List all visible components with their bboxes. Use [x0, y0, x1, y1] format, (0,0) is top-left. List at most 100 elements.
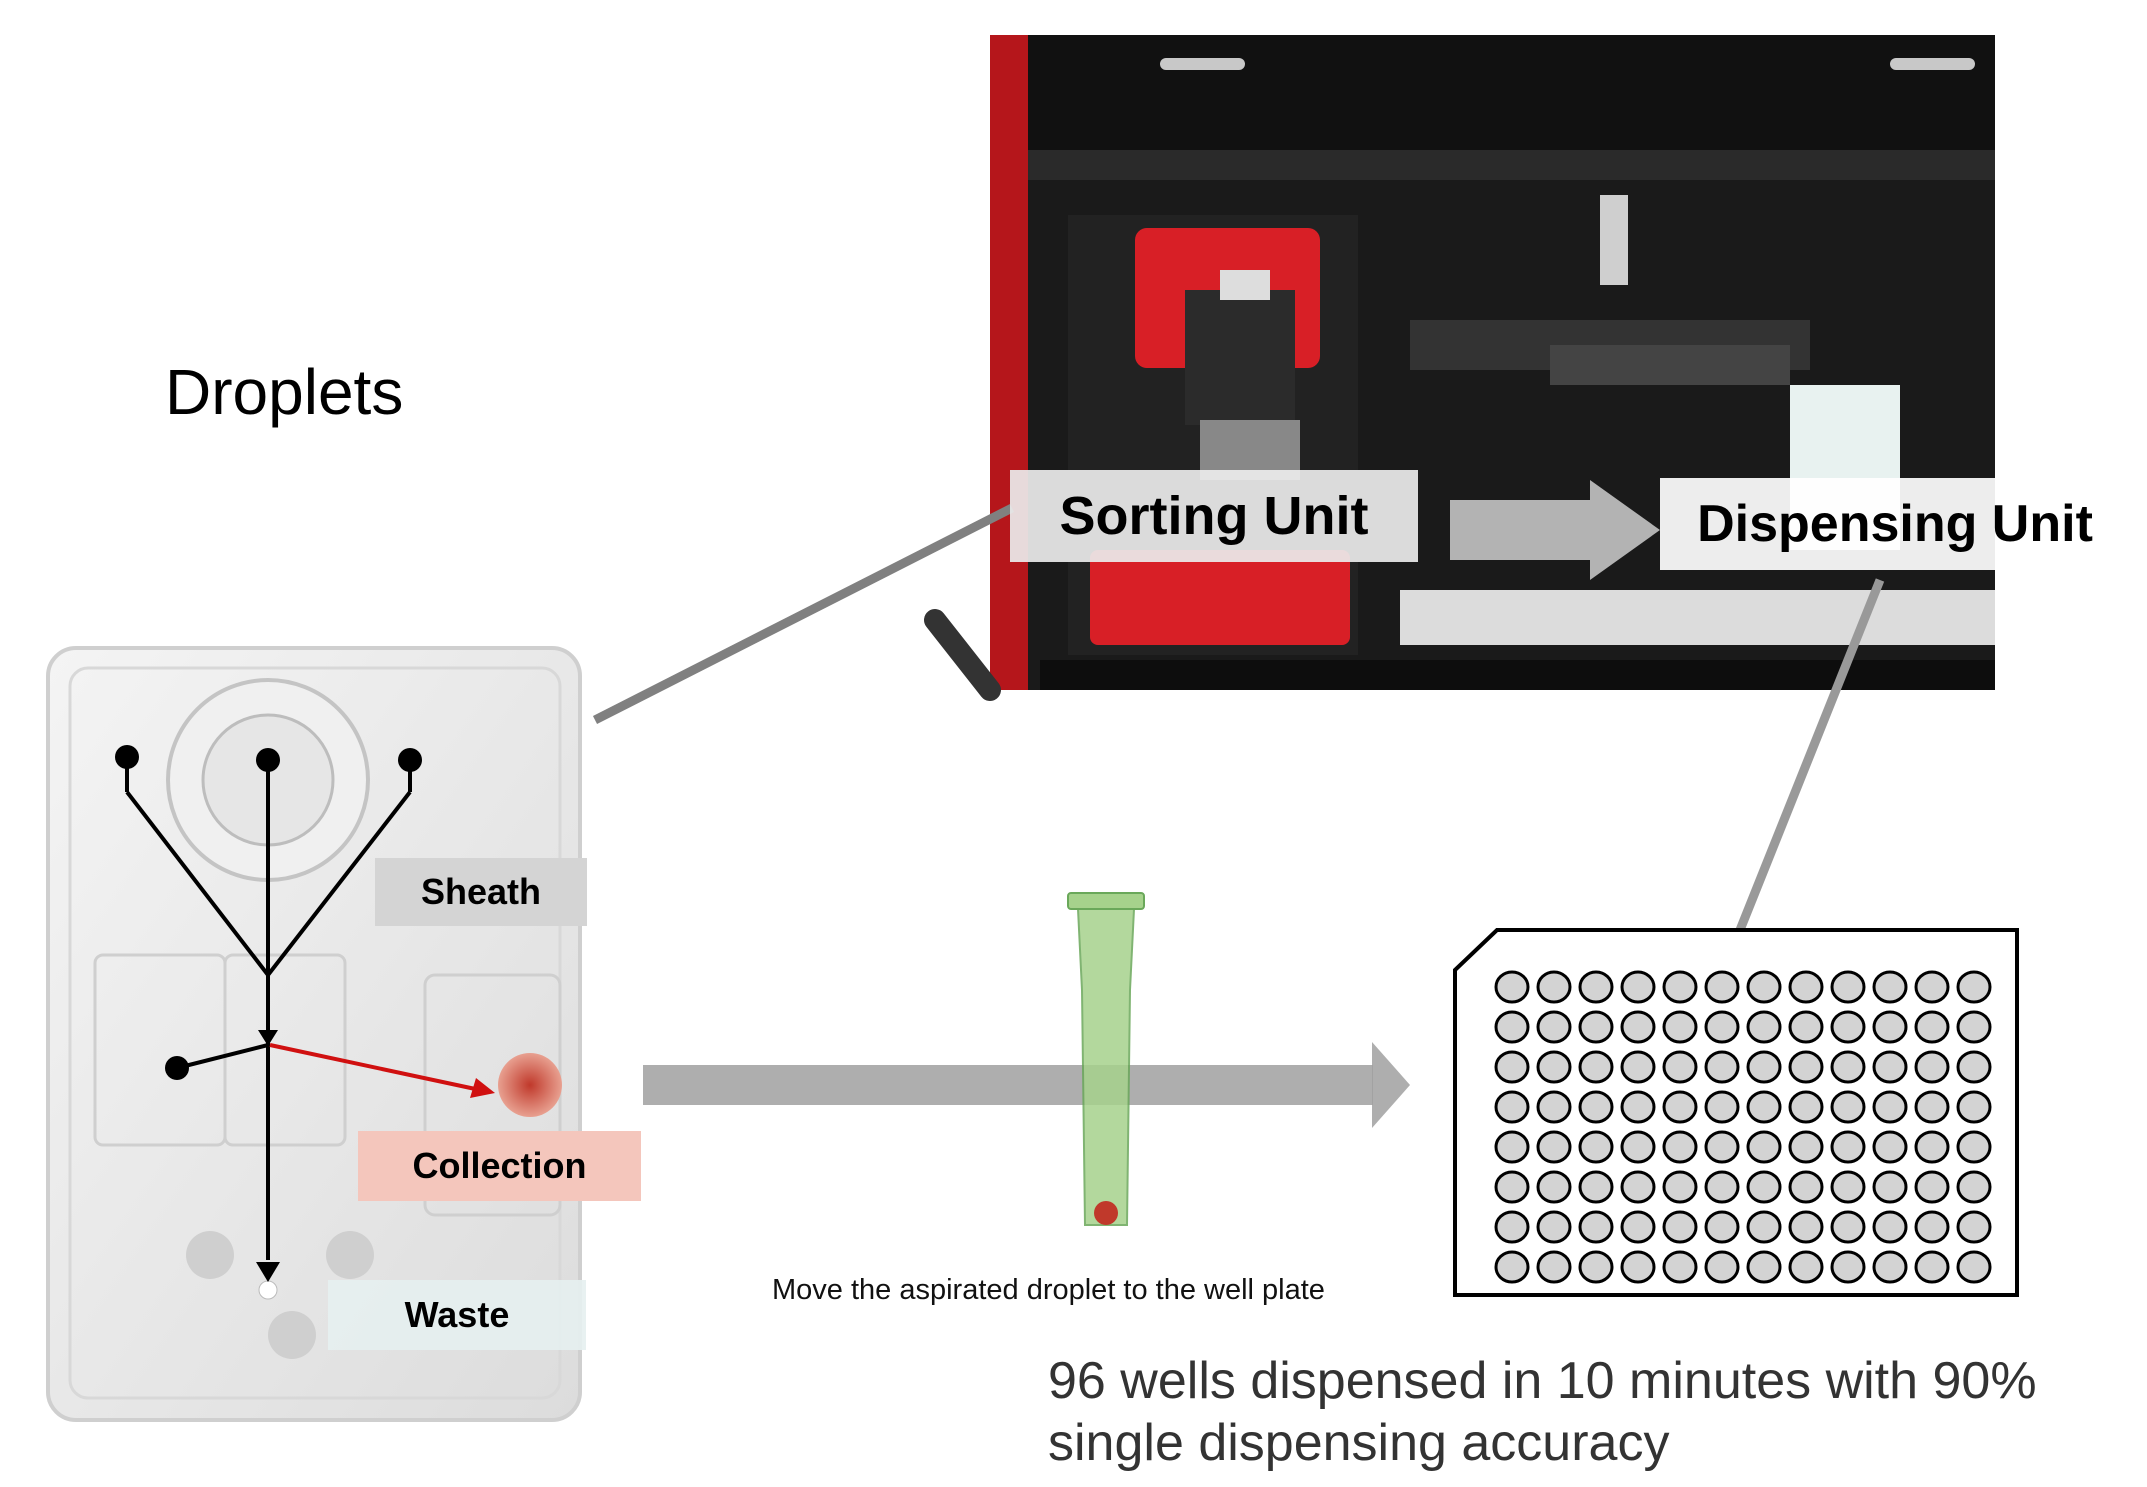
stats-line-1: 96 wells dispensed in 10 minutes with 90… [1048, 1352, 2037, 1410]
well [1914, 1170, 1950, 1204]
well [1620, 1250, 1656, 1284]
well [1788, 1050, 1824, 1084]
well [1788, 1130, 1824, 1164]
well [1662, 1090, 1698, 1124]
well [1536, 1050, 1572, 1084]
well [1746, 1210, 1782, 1244]
well [1704, 970, 1740, 1004]
well [1620, 1210, 1656, 1244]
well [1872, 1170, 1908, 1204]
well [1494, 970, 1530, 1004]
waste-arrowhead [256, 1262, 280, 1282]
well [1494, 1010, 1530, 1044]
well [1704, 1210, 1740, 1244]
sorting-connector-line [592, 503, 1015, 725]
collection-arrowhead [470, 1078, 495, 1098]
well [1662, 1130, 1698, 1164]
well [1536, 1210, 1572, 1244]
well [1872, 970, 1908, 1004]
well [1788, 1090, 1824, 1124]
well [1494, 1090, 1530, 1124]
well [1662, 1210, 1698, 1244]
well [1662, 970, 1698, 1004]
junction-arrowhead [258, 1030, 278, 1046]
well [1788, 970, 1824, 1004]
stats-line-2: single dispensing accuracy [1048, 1414, 1670, 1472]
well [1494, 1250, 1530, 1284]
well-grid [1494, 970, 1992, 1284]
well [1914, 1050, 1950, 1084]
well [1662, 1250, 1698, 1284]
well [1620, 1050, 1656, 1084]
well [1956, 1170, 1992, 1204]
well [1830, 1250, 1866, 1284]
inlet-left-dot [115, 745, 139, 769]
well [1662, 1010, 1698, 1044]
well [1746, 1090, 1782, 1124]
well [1956, 1090, 1992, 1124]
well [1914, 1130, 1950, 1164]
well [1746, 1130, 1782, 1164]
well [1578, 1250, 1614, 1284]
well [1620, 1130, 1656, 1164]
well [1830, 1090, 1866, 1124]
well [1914, 1090, 1950, 1124]
waste-label: Waste [328, 1280, 586, 1350]
inlet-center-dot [256, 748, 280, 772]
well [1578, 1090, 1614, 1124]
well [1872, 1050, 1908, 1084]
collection-label: Collection [358, 1131, 641, 1201]
well [1746, 1170, 1782, 1204]
well [1494, 1210, 1530, 1244]
well [1620, 1010, 1656, 1044]
well [1788, 1010, 1824, 1044]
well [1494, 1170, 1530, 1204]
well [1578, 1050, 1614, 1084]
well [1830, 1210, 1866, 1244]
well [1494, 1050, 1530, 1084]
well [1872, 1250, 1908, 1284]
instrument-photo [924, 35, 1995, 701]
well [1956, 970, 1992, 1004]
well [1536, 1010, 1572, 1044]
well [1578, 1010, 1614, 1044]
well [1704, 1050, 1740, 1084]
dispensing-connector-line [1735, 578, 1885, 932]
well [1914, 1210, 1950, 1244]
pipette-tip-icon [1067, 892, 1145, 1226]
well [1746, 1050, 1782, 1084]
well [1872, 1130, 1908, 1164]
dispensing-stats-text: 96 wells dispensed in 10 minutes with 90… [1048, 1350, 2108, 1474]
well [1494, 1130, 1530, 1164]
well [1788, 1170, 1824, 1204]
well [1536, 1130, 1572, 1164]
well [1788, 1250, 1824, 1284]
well [1956, 1050, 1992, 1084]
well [1746, 1250, 1782, 1284]
well [1872, 1210, 1908, 1244]
well [1830, 1050, 1866, 1084]
well [1620, 1170, 1656, 1204]
well [1956, 1010, 1992, 1044]
sheath-label: Sheath [375, 858, 587, 926]
well [1536, 1250, 1572, 1284]
well [1956, 1210, 1992, 1244]
well [1704, 1090, 1740, 1124]
well [1662, 1050, 1698, 1084]
flow-lines [125, 760, 412, 1260]
well [1704, 1170, 1740, 1204]
well [1830, 1130, 1866, 1164]
well [1578, 1210, 1614, 1244]
well [1578, 1170, 1614, 1204]
well [1620, 1090, 1656, 1124]
well [1872, 1010, 1908, 1044]
sorting-unit-label: Sorting Unit [1010, 470, 1418, 562]
transfer-arrow [643, 1042, 1410, 1128]
sorting-chip [46, 646, 582, 1422]
well [1662, 1170, 1698, 1204]
well [1830, 1010, 1866, 1044]
well [1620, 970, 1656, 1004]
side-inlet-dot [165, 1056, 189, 1080]
well [1872, 1090, 1908, 1124]
well [1704, 1250, 1740, 1284]
